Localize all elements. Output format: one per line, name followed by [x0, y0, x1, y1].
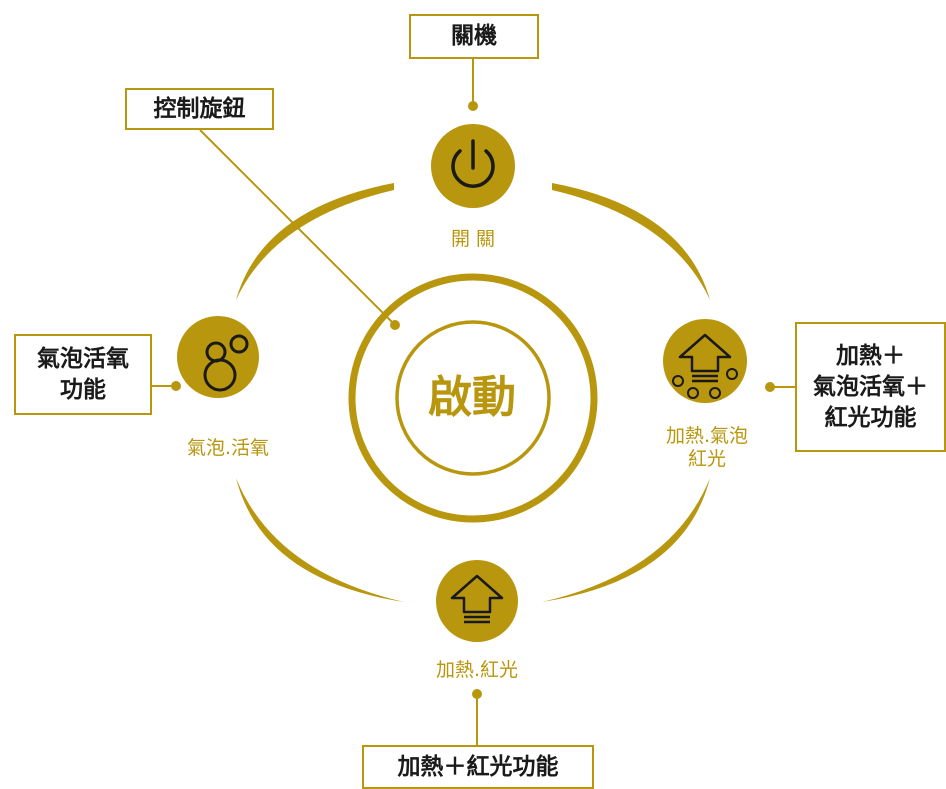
callout-heat-bubble-red: 加熱＋ 氣泡活氧＋ 紅光功能: [795, 322, 946, 452]
bubble-mode-label: 氣泡.活氧: [186, 437, 270, 459]
heat-bubble-red-mode-label: 加熱.氣泡 紅光: [665, 425, 749, 470]
ring-arc-top-right: [552, 183, 710, 300]
heat-arrow-icon: [436, 560, 518, 642]
ring-arc-bottom-left: [236, 478, 404, 602]
leader-control-knob: [199, 129, 396, 326]
leader-heat-bubble-red-dot: [765, 382, 775, 392]
leader-lines: [152, 58, 795, 745]
callout-control-knob: 控制旋鈕: [125, 88, 274, 130]
knob-inner-ring: [395, 320, 551, 476]
start-label: 啟動: [428, 372, 516, 423]
leader-bubble-dot: [171, 381, 181, 391]
power-mode-label: 開 關: [450, 228, 496, 250]
ring-arc-top-left: [236, 183, 394, 300]
leader-heat-red-dot: [472, 689, 482, 699]
heat-red-mode-label: 加熱.紅光: [435, 659, 519, 681]
leader-control-knob-dot: [390, 320, 400, 330]
knob-outer-ring: [348, 273, 598, 523]
callout-power-off: 關機: [409, 14, 539, 59]
leader-power-dot: [468, 101, 478, 111]
bubbles-icon: [177, 316, 259, 398]
outer-ring: [236, 183, 710, 602]
heat-bubbles-icon: [663, 319, 747, 403]
power-icon: [431, 124, 515, 208]
callout-heat-red: 加熱＋紅光功能: [362, 745, 594, 789]
ring-arc-bottom-right: [542, 478, 710, 602]
callout-bubble-oxygen: 氣泡活氧 功能: [14, 334, 152, 415]
